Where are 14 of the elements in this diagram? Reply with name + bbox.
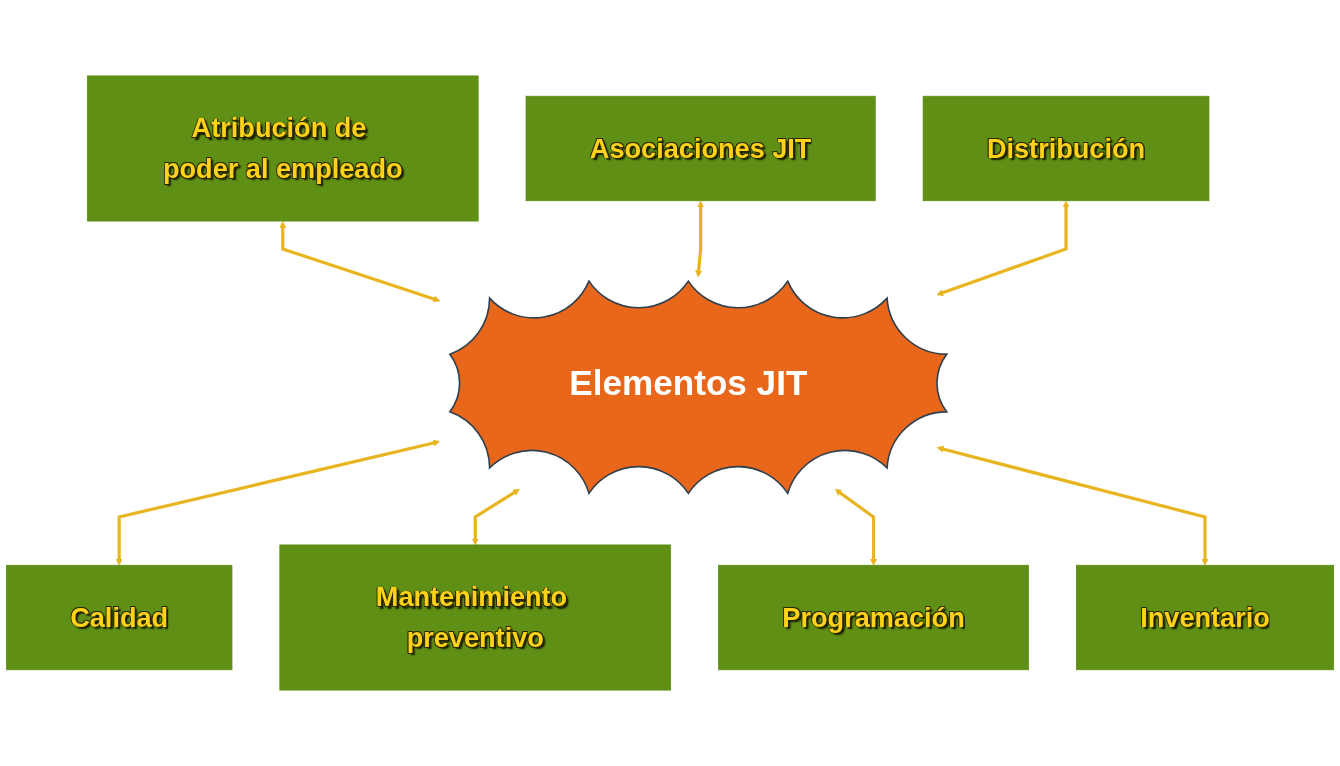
node-box: Calidad: [5, 564, 233, 671]
arrow: [695, 200, 705, 278]
node-box: Mantenimiento preventivo: [279, 544, 672, 691]
arrow: [834, 488, 878, 566]
arrow: [936, 445, 1209, 566]
node-box: Distribución: [922, 95, 1210, 202]
arrow: [471, 488, 520, 546]
node-box: Inventario: [1076, 564, 1334, 671]
node-box: Asociaciones JIT: [525, 95, 876, 202]
arrow: [115, 439, 440, 566]
node-box: Atribución de poder al empleado: [86, 75, 479, 222]
arrow: [279, 221, 441, 303]
node-box: Programación: [718, 564, 1029, 671]
arrow: [936, 200, 1070, 297]
